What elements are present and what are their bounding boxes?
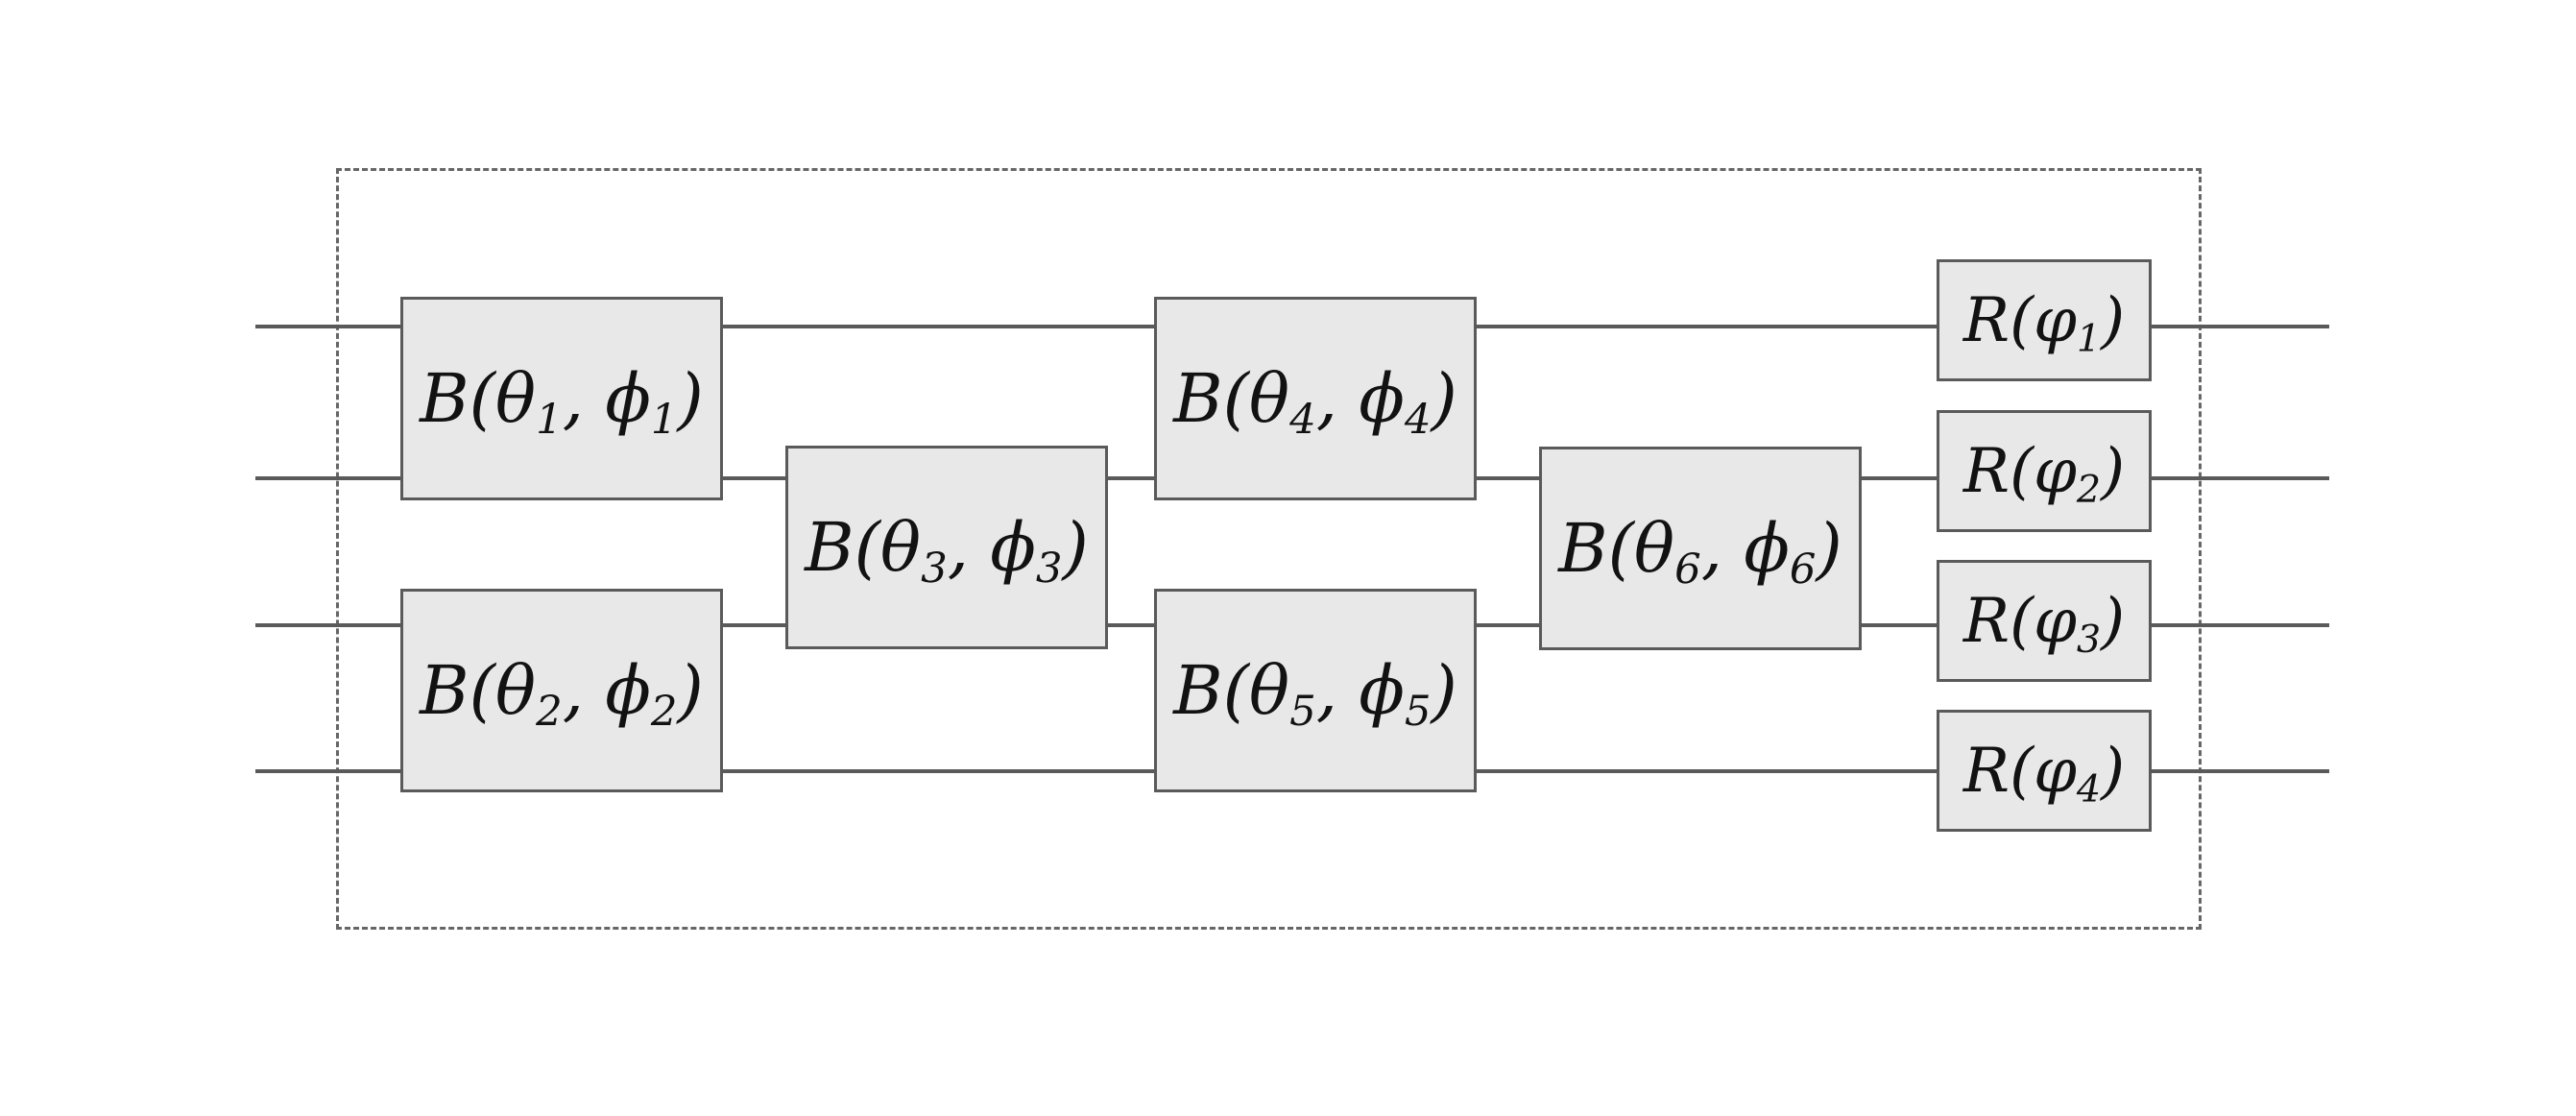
gate-label-subscript: 3	[921, 545, 948, 594]
gate-label-text: )	[2101, 735, 2126, 807]
gate-label-text: )	[2101, 435, 2126, 507]
gate-label: B(θ4, ϕ4)	[1173, 365, 1457, 441]
gate-B5: B(θ5, ϕ5)	[1154, 589, 1477, 792]
gate-label-subscript: 1	[650, 396, 678, 445]
gate-label-text: R(φ	[1962, 735, 2077, 807]
gate-label-text: )	[677, 651, 704, 730]
gate-label-text: B(θ	[1558, 509, 1675, 588]
gate-R2: R(φ2)	[1937, 410, 2152, 532]
gate-label-subscript: 5	[1289, 688, 1316, 737]
gate-label-text: , ϕ	[562, 651, 651, 730]
gate-label-text: )	[1431, 359, 1457, 438]
gate-label: B(θ6, ϕ6)	[1558, 515, 1842, 591]
gate-label: R(φ4)	[1963, 740, 2125, 809]
gate-label-subscript: 4	[1404, 396, 1432, 445]
gate-label-subscript: 4	[2076, 766, 2102, 812]
gate-label-text: , ϕ	[1315, 359, 1405, 438]
gate-label: R(φ1)	[1963, 290, 2125, 358]
gate-label-subscript: 2	[650, 688, 678, 737]
gate-label-subscript: 6	[1789, 546, 1817, 594]
gate-B1: B(θ1, ϕ1)	[400, 297, 723, 500]
gate-R4: R(φ4)	[1937, 710, 2152, 832]
gate-label: R(φ3)	[1963, 591, 2125, 659]
gate-label-text: R(φ	[1962, 585, 2077, 657]
gate-label: B(θ1, ϕ1)	[420, 365, 704, 441]
gate-label-text: )	[1816, 509, 1842, 588]
gate-label: B(θ5, ϕ5)	[1173, 657, 1457, 733]
gate-label-text: , ϕ	[1700, 509, 1790, 588]
gate-B3: B(θ3, ϕ3)	[785, 446, 1108, 649]
gate-label-subscript: 3	[2076, 617, 2102, 662]
gate-label-subscript: 4	[1289, 396, 1316, 445]
gate-label-text: )	[677, 359, 704, 438]
gate-label-subscript: 6	[1674, 546, 1701, 594]
gate-label-text: )	[2101, 585, 2126, 657]
gate-B2: B(θ2, ϕ2)	[400, 589, 723, 792]
gate-R3: R(φ3)	[1937, 560, 2152, 682]
gate-label-subscript: 3	[1035, 545, 1063, 594]
gate-label-text: B(θ	[420, 651, 537, 730]
gate-B6: B(θ6, ϕ6)	[1539, 447, 1862, 650]
gate-label-text: , ϕ	[1315, 651, 1405, 730]
gate-label-subscript: 1	[2076, 316, 2102, 361]
gate-label-text: )	[2101, 284, 2126, 356]
gate-label-text: )	[1062, 508, 1089, 587]
gate-label-text: R(φ	[1962, 284, 2077, 356]
gate-label-subscript: 2	[2076, 467, 2102, 512]
gate-label-text: )	[1431, 651, 1457, 730]
gate-label: B(θ3, ϕ3)	[805, 514, 1089, 590]
gate-label: B(θ2, ϕ2)	[420, 657, 704, 733]
gate-label-text: B(θ	[420, 359, 537, 438]
gate-B4: B(θ4, ϕ4)	[1154, 297, 1477, 500]
gate-R1: R(φ1)	[1937, 259, 2152, 381]
gate-label-text: B(θ	[1173, 359, 1290, 438]
dashed-boundary	[336, 168, 2202, 930]
gate-label-text: , ϕ	[947, 508, 1036, 587]
gate-label-text: , ϕ	[562, 359, 651, 438]
gate-label: R(φ2)	[1963, 441, 2125, 509]
gate-label-subscript: 1	[536, 396, 563, 445]
gate-label-subscript: 2	[536, 688, 563, 737]
gate-label-text: B(θ	[1173, 651, 1290, 730]
gate-label-text: R(φ	[1962, 435, 2077, 507]
gate-label-text: B(θ	[805, 508, 922, 587]
gate-label-subscript: 5	[1404, 688, 1432, 737]
